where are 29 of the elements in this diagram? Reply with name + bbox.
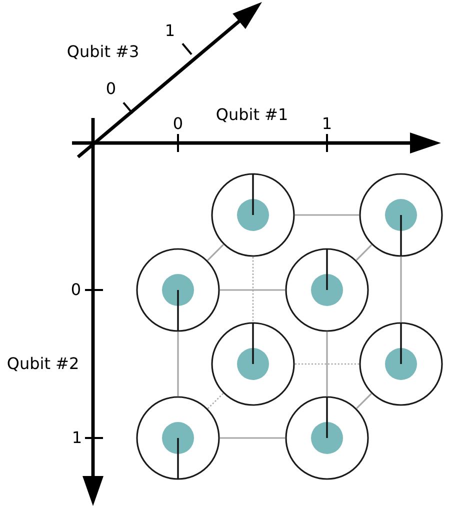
tick-label: 0 [106,81,116,97]
connector-line [220,289,285,291]
connector-line [207,244,224,261]
state-circle [359,322,443,406]
axis-label: Qubit #2 [6,356,80,372]
tick-label: 1 [164,23,176,39]
connector-line [326,332,328,396]
dotted-connector-line [207,393,224,409]
axis-label: Qubit #3 [66,44,140,60]
state-circle [285,396,369,480]
state-circle [359,173,443,257]
connector-line [356,393,372,409]
tick-label: 1 [322,116,332,132]
state-circle [136,396,220,480]
connector-line [177,332,179,396]
connector-line [356,244,372,261]
state-circle [136,248,220,332]
tick-label: 0 [70,282,82,298]
tick-label: 0 [172,116,184,132]
state-circle [211,322,295,406]
connector-line [295,214,359,216]
connector-line [400,257,402,322]
connector-line [220,437,285,439]
dotted-connector-line [295,363,359,365]
axis-label: Qubit #1 [216,107,288,123]
dotted-connector-line [252,257,254,322]
tick-label: 1 [72,430,82,446]
state-circle [285,248,369,332]
state-circle [211,173,295,257]
